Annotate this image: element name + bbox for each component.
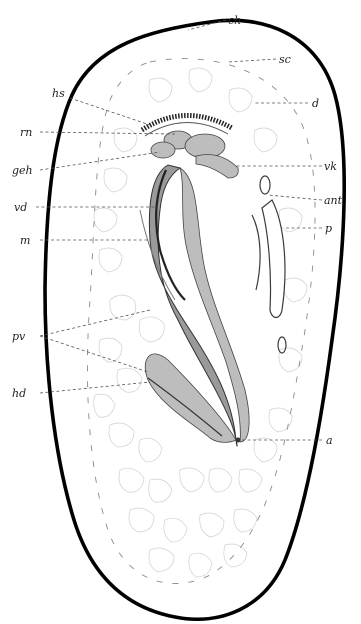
a-marker [236,438,241,443]
label-rn: rn [20,126,32,139]
label-pv: pv [12,330,26,343]
label-hd: hd [12,387,26,400]
label-hs: hs [52,87,65,100]
label-d: d [312,97,319,110]
label-geh: geh [12,164,33,177]
label-p: p [325,222,332,235]
label-m: m [20,234,30,247]
label-vd: vd [14,201,27,214]
label-ch: ch [228,14,241,27]
label-sc: sc [279,53,291,66]
chorion-outline [45,20,344,619]
geh-structure [151,142,175,158]
label-ant: ant [324,194,343,207]
label-a: a [326,434,333,447]
antenna-structure [260,176,270,194]
label-vk: vk [324,160,337,173]
p-structure [262,200,285,318]
